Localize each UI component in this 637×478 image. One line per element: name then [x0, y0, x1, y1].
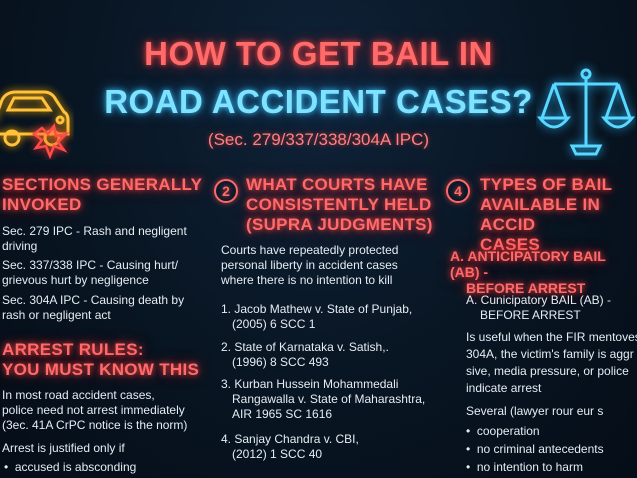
courts-heading: WHAT COURTS HAVE CONSISTENTLY HELD (SUPR…: [246, 175, 433, 235]
arrest-bullet: • accused is absconding: [4, 460, 137, 474]
bail-types-heading-line3: CASES: [480, 235, 541, 254]
bail-bullet-3-text: no intention to harm: [476, 460, 583, 474]
bail-bullet-2: • no criminal antecedents: [466, 442, 604, 456]
sections-heading-line1: SECTIONS GENERALLY: [2, 175, 203, 194]
bail-bullet-3: • no intention to harm: [466, 460, 583, 474]
courts-heading-line3: (SUPRA JUDGMENTS): [246, 215, 433, 234]
arrest-justified-line: Arrest is justified only if: [2, 441, 125, 455]
section-item-2-line1: Sec. 337/338 IPC - Causing hurt/: [2, 258, 179, 272]
section-item-3-line1: Sec. 304A IPC - Causing death by: [2, 293, 185, 307]
courts-heading-line2: CONSISTENTLY HELD: [246, 195, 432, 214]
bail-para-line2: 304A, the victim's family is aggr: [466, 347, 634, 361]
case-3-line2: Rangawalla v. State of Maharashtra,: [232, 392, 426, 406]
section-item-1-line1: Sec. 279 IPC - Rash and negligent: [2, 224, 187, 238]
bail-types-heading-line1: TYPES OF BAIL: [480, 175, 613, 194]
arrest-rule-line-2: police need not arrest immediately: [2, 403, 185, 417]
case-1-line1: 1. Jacob Mathew v. State of Punjab,: [221, 302, 413, 316]
bail-bullet-1-text: cooperation: [476, 424, 540, 438]
arrest-rules-heading-line2: YOU MUST KNOW THIS: [2, 360, 200, 379]
case-2-line2: (1996) 8 SCC 493: [232, 355, 329, 369]
bail-para-line4: indicate arrest: [466, 381, 542, 395]
case-4-line2: (2012) 1 SCC 40: [232, 447, 323, 461]
page-subtitle: (Sec. 279/337/338/304A IPC): [207, 130, 430, 149]
anticipatory-bail-heading: A. ANTICIPATORY BAIL (AB) - BEFORE ARRES…: [450, 248, 637, 296]
bail-bullet-1: • cooperation: [466, 424, 540, 438]
bail-para-line1: Is useful when the FIR mentoves: [466, 330, 637, 344]
bail-types-heading-line2: AVAILABLE IN ACCID: [480, 195, 601, 234]
arrest-rule-line-3: (3ec. 41A CrPC notice is the norm): [2, 418, 188, 432]
sections-heading-line2: INVOKED: [2, 195, 82, 214]
scales-of-justice-icon: [536, 60, 636, 165]
case-3-line3: AIR 1965 SC 1616: [232, 407, 333, 421]
section-number-4: 4: [446, 179, 470, 203]
inner-heading-line1: A. Cunicipatory BAIL (AB) -: [466, 293, 611, 307]
case-3-line1: 3. Kurban Hussein Mohammedali: [221, 377, 399, 391]
car-crash-icon: [0, 70, 74, 165]
page-title-line1: HOW TO GET BAIL IN: [144, 35, 493, 72]
anticipatory-bail-heading-line1: A. ANTICIPATORY BAIL (AB) -: [450, 248, 606, 280]
courts-intro-line2: personal liberty in accident cases: [221, 258, 398, 272]
case-1-line2: (2005) 6 SCC 1: [232, 317, 316, 331]
sections-heading: SECTIONS GENERALLY INVOKED: [2, 175, 202, 215]
section-item-1-line2: driving: [2, 239, 38, 253]
courts-heading-line1: WHAT COURTS HAVE: [246, 175, 428, 194]
bail-types-heading: TYPES OF BAIL AVAILABLE IN ACCID CASES: [480, 175, 637, 255]
arrest-bullet-text: accused is absconding: [14, 460, 137, 474]
section-number-2: 2: [214, 179, 238, 203]
several-line: Several (lawyer rour eur s: [466, 404, 604, 418]
arrest-rule-line-1: In most road accident cases,: [2, 388, 155, 402]
arrest-rules-heading: ARREST RULES: YOU MUST KNOW THIS: [2, 340, 199, 380]
anticipatory-bail-heading-line2: BEFORE ARREST: [466, 280, 586, 296]
page-title-line2: ROAD ACCIDENT CASES?: [104, 83, 533, 120]
case-2-line1: 2. State of Karnataka v. Satish,.: [221, 340, 389, 354]
bail-bullet-2-text: no criminal antecedents: [476, 442, 604, 456]
section-item-3-line2: rash or negligent act: [2, 308, 111, 322]
courts-intro-line3: where there is no intention to kill: [221, 273, 393, 287]
section-item-2-line2: grievous hurt by negligence: [2, 273, 149, 287]
courts-intro-line1: Courts have repeatedly protected: [221, 243, 399, 257]
inner-heading-line2: BEFORE ARREST: [480, 308, 581, 322]
case-4-line1: 4. Sanjay Chandra v. CBI,: [221, 432, 359, 446]
arrest-rules-heading-line1: ARREST RULES:: [2, 340, 144, 359]
bail-para-line3: sive, media pressure, or police: [466, 364, 629, 378]
